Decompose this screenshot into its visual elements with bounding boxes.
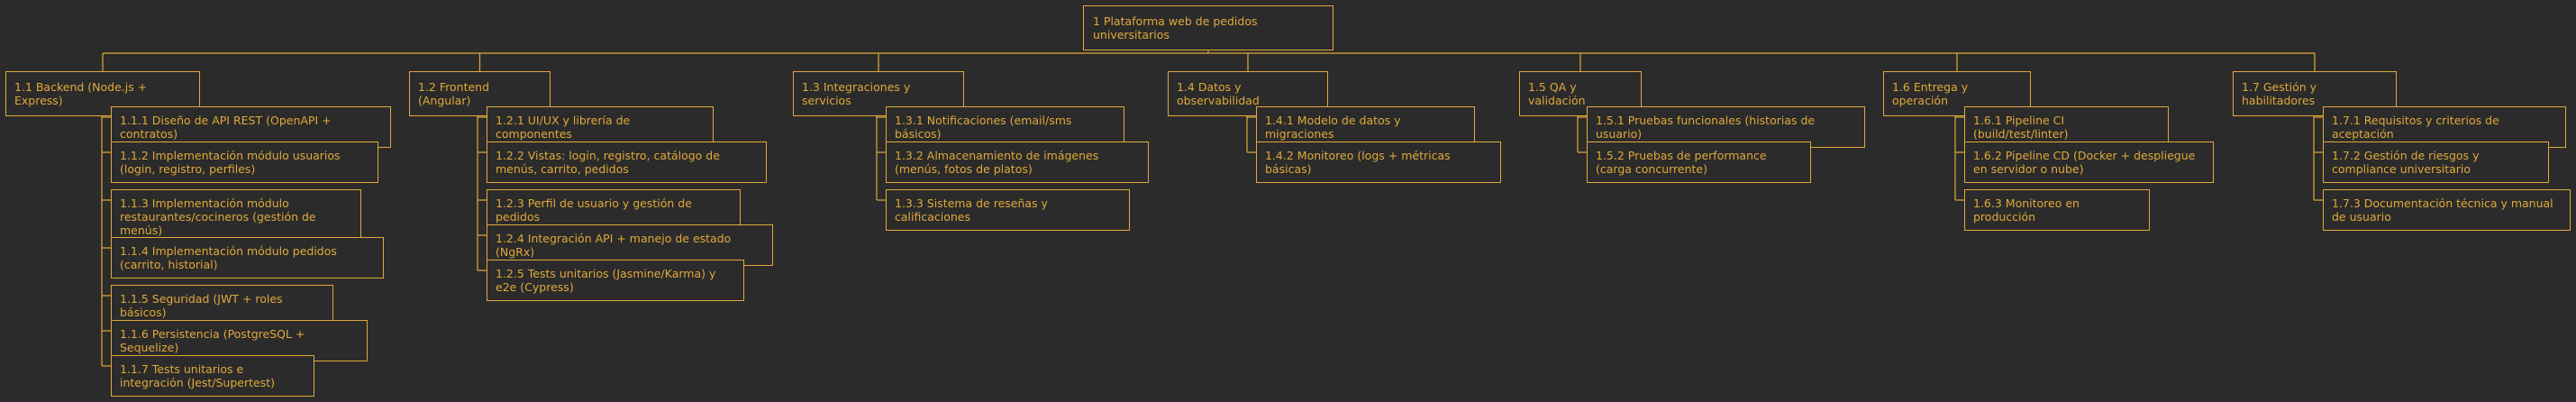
- task-node: 1.1.4 Implementación módulo pedidos (car…: [111, 237, 384, 279]
- task-node: 1.1.2 Implementación módulo usuarios (lo…: [111, 142, 378, 183]
- task-node: 1.2.4 Integración API + manejo de estado…: [487, 224, 773, 266]
- task-node: 1.1.5 Seguridad (JWT + roles básicos): [111, 285, 333, 326]
- task-node: 1.1.6 Persistencia (PostgreSQL + Sequeli…: [111, 320, 368, 361]
- task-node: 1.7.3 Documentación técnica y manual de …: [2323, 189, 2571, 231]
- task-node: 1.6.3 Monitoreo en producción: [1964, 189, 2150, 231]
- task-node: 1.2.2 Vistas: login, registro, catálogo …: [487, 142, 767, 183]
- task-node: 1.2.5 Tests unitarios (Jasmine/Karma) y …: [487, 260, 744, 301]
- root-node: 1 Plataforma web de pedidos universitari…: [1083, 5, 1334, 50]
- task-node: 1.5.2 Pruebas de performance (carga conc…: [1587, 142, 1811, 183]
- task-node: 1.7.2 Gestión de riesgos y compliance un…: [2323, 142, 2549, 183]
- task-node: 1.6.1 Pipeline CI (build/test/linter): [1964, 106, 2169, 148]
- task-node: 1.3.2 Almacenamiento de imágenes (menús,…: [886, 142, 1149, 183]
- task-node: 1.1.3 Implementación módulo restaurantes…: [111, 189, 361, 244]
- task-node: 1.6.2 Pipeline CD (Docker + despliegue e…: [1964, 142, 2214, 183]
- task-node: 1.1.7 Tests unitarios e integración (Jes…: [111, 355, 314, 397]
- task-node: 1.1.1 Diseño de API REST (OpenAPI + cont…: [111, 106, 391, 148]
- task-node: 1.3.3 Sistema de reseñas y calificacione…: [886, 189, 1130, 231]
- task-node: 1.4.2 Monitoreo (logs + métricas básicas…: [1256, 142, 1501, 183]
- task-node: 1.7.1 Requisitos y criterios de aceptaci…: [2323, 106, 2566, 148]
- task-node: 1.5.1 Pruebas funcionales (historias de …: [1587, 106, 1865, 148]
- task-node: 1.3.1 Notificaciones (email/sms básicos): [886, 106, 1124, 148]
- task-node: 1.2.1 UI/UX y librería de componentes: [487, 106, 714, 148]
- task-node: 1.4.1 Modelo de datos y migraciones: [1256, 106, 1475, 148]
